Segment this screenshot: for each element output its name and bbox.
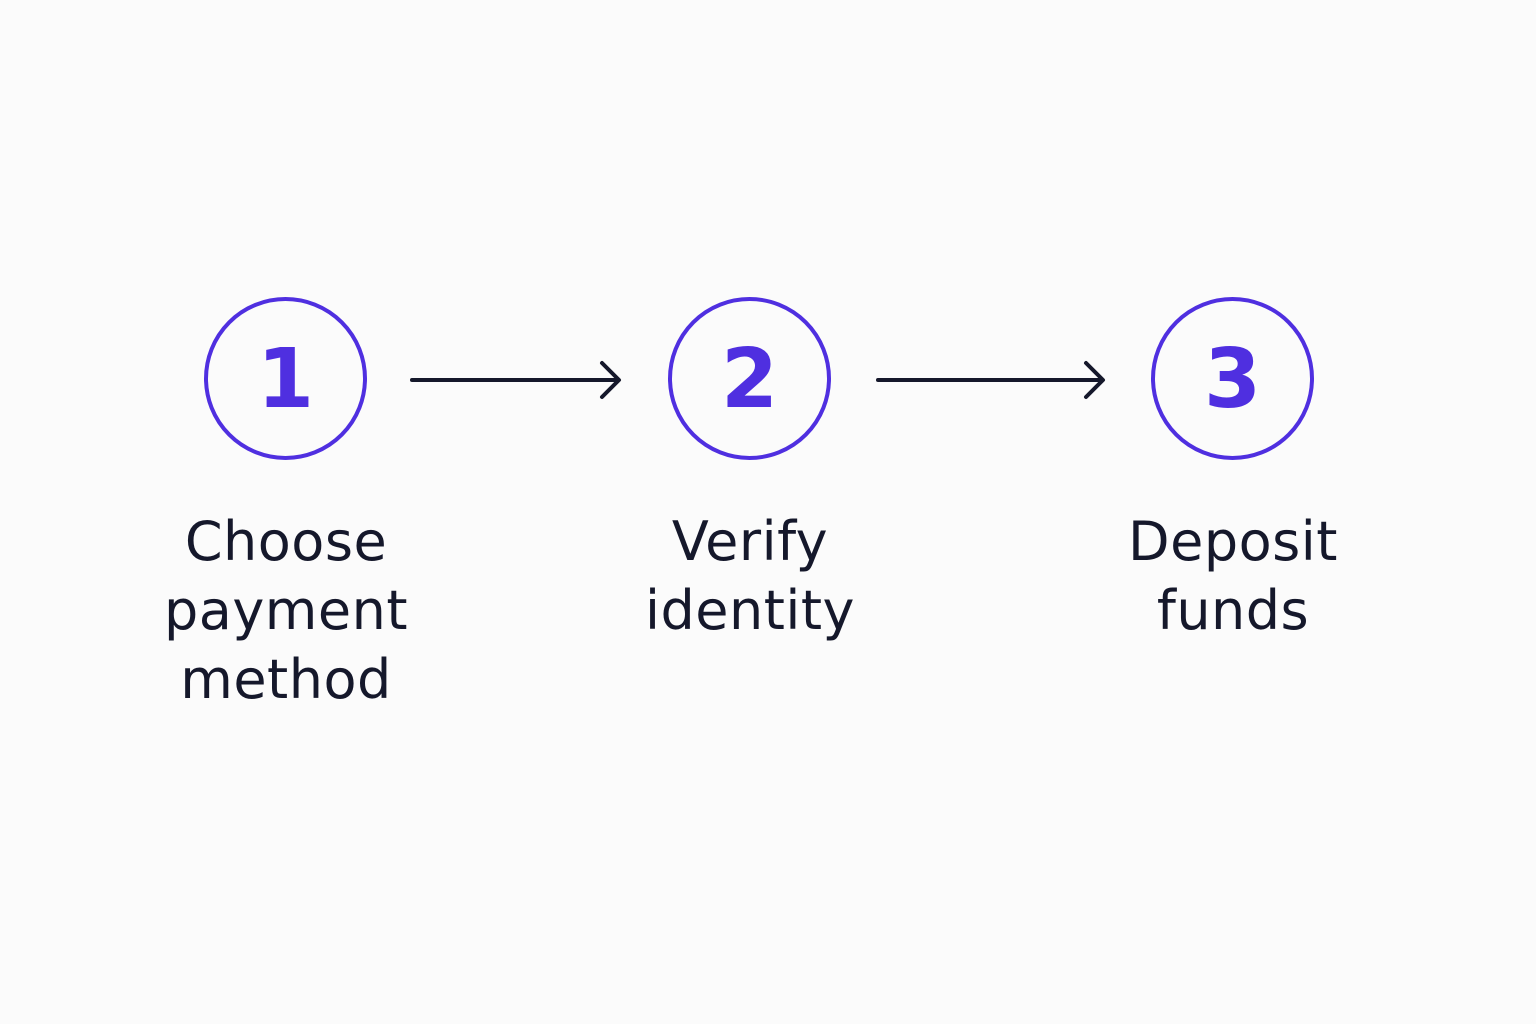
arrow-right-icon [876,361,1105,399]
step-2-circle: 2 [668,297,831,460]
step-3-label-line: Deposit [1128,510,1338,573]
step-3-label-line: funds [1156,579,1310,642]
step-2-label-line: identity [644,579,856,642]
step-1-label-line: method [180,648,392,711]
step-2-label-line: Verify [671,510,829,573]
arrow-right-icon [410,361,621,399]
step-1-number: 1 [256,331,315,427]
step-2-number: 2 [720,331,779,427]
step-3-label: Deposit funds [1073,507,1393,645]
step-1-label-line: payment [163,579,409,642]
step-3-number: 3 [1203,331,1262,427]
step-1-label-line: Choose [184,510,388,573]
step-1-label: Choose payment method [126,507,446,714]
step-2-label: Verify identity [590,507,910,645]
step-3-circle: 3 [1151,297,1314,460]
step-1-circle: 1 [204,297,367,460]
